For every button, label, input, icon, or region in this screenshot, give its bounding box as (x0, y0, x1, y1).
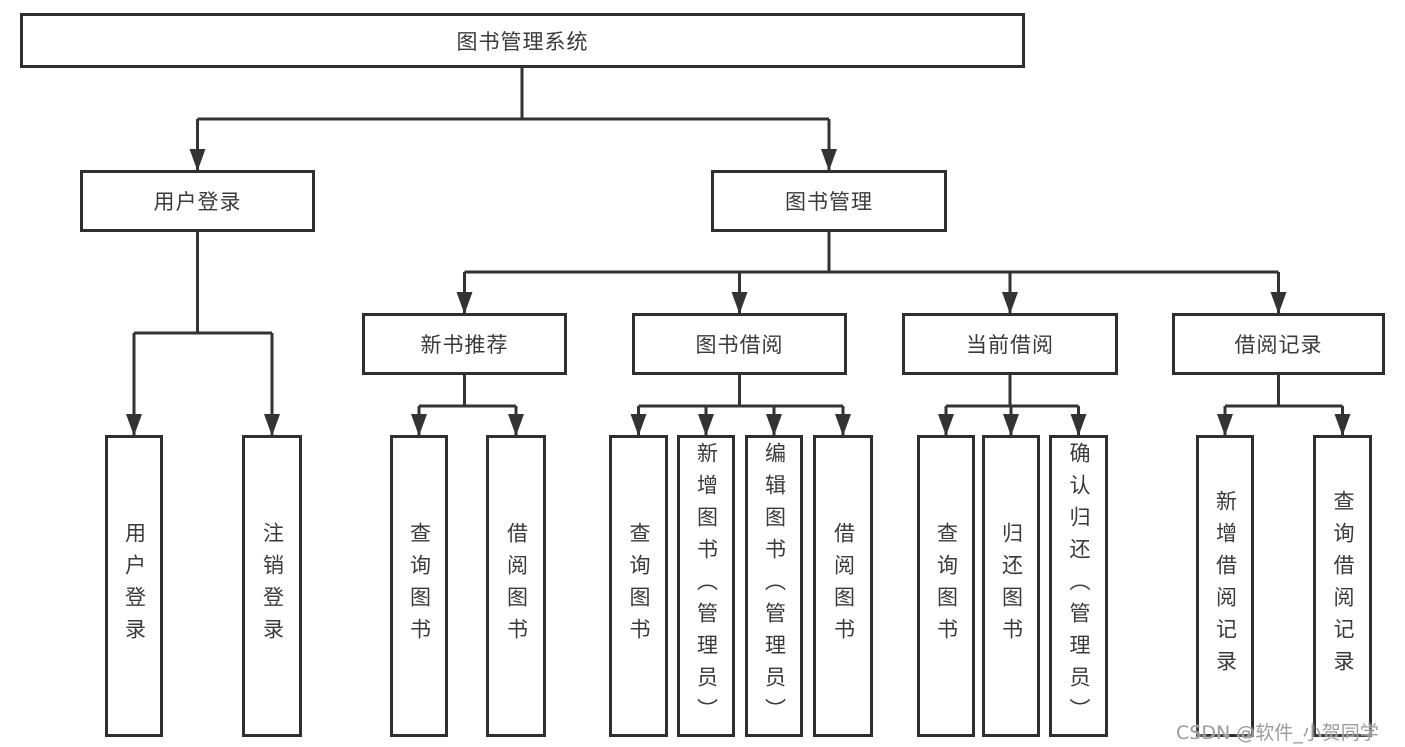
node-borrowing-records: 借阅记录 (1172, 313, 1385, 375)
leaf-query-books-borrow: 查询图书 (609, 435, 668, 737)
node-new-book-recommendation: 新书推荐 (362, 313, 567, 375)
leaf-edit-books-admin: 编辑图书（管理员） (745, 435, 803, 737)
leaf-add-borrow-record: 新增借阅记录 (1196, 435, 1254, 737)
leaf-confirm-return-admin: 确认归还（管理员） (1049, 435, 1108, 737)
leaf-borrow-books-recommend: 借阅图书 (486, 435, 546, 737)
leaf-return-books: 归还图书 (982, 435, 1040, 737)
leaf-borrow-books: 借阅图书 (813, 435, 873, 737)
node-current-borrowing: 当前借阅 (902, 313, 1118, 375)
leaf-query-books-current: 查询图书 (917, 435, 975, 737)
node-user-login: 用户登录 (80, 170, 315, 232)
leaf-query-books-recommend: 查询图书 (390, 435, 448, 737)
csdn-watermark: CSDN @软件_小贺同学 (1176, 722, 1379, 744)
node-book-borrowing: 图书借阅 (632, 313, 847, 375)
node-library-management-system: 图书管理系统 (20, 13, 1025, 68)
node-book-management: 图书管理 (711, 170, 947, 232)
leaf-logout: 注销登录 (242, 435, 302, 737)
leaf-query-borrow-record: 查询借阅记录 (1313, 435, 1372, 737)
leaf-add-books-admin: 新增图书（管理员） (677, 435, 735, 737)
leaf-user-login: 用户登录 (105, 435, 163, 737)
